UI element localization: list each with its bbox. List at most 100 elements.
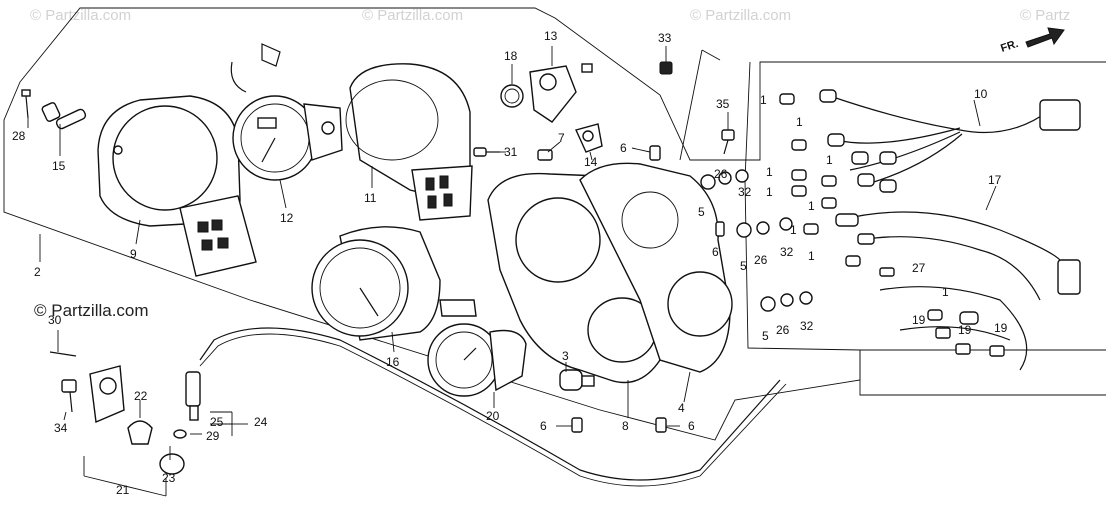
callout: 26 (754, 253, 768, 267)
meter-case-11 (345, 63, 473, 221)
screw-28 (21, 89, 31, 119)
gauge-20 (427, 323, 527, 397)
gearbox-21 (89, 365, 125, 424)
watermark: © Partzilla.com (30, 7, 131, 24)
callout: 24 (254, 415, 268, 429)
bulb-socket-14 (575, 123, 603, 153)
callout: 35 (716, 97, 730, 111)
seal-22 (127, 420, 153, 445)
callout: 6 (540, 419, 547, 433)
callout: 1 (766, 185, 773, 199)
speedometer-cable (199, 327, 781, 481)
callout: 10 (974, 87, 988, 101)
callout: 27 (912, 261, 926, 275)
cable-end-25 (185, 371, 201, 421)
callout: 6 (620, 141, 627, 155)
bolt-30 (49, 351, 77, 357)
callout: 1 (796, 115, 803, 129)
callout: 13 (544, 29, 558, 43)
callout: 1 (808, 199, 815, 213)
callout: 28 (12, 129, 26, 143)
meter-panel-4 (579, 162, 733, 373)
assembly-boundary (19, 7, 1106, 161)
arrow-icon (1025, 27, 1065, 48)
callout: 3 (562, 349, 569, 363)
leader-lines (27, 46, 997, 497)
screw-6-mid (715, 221, 725, 237)
callout: 1 (766, 165, 773, 179)
callout: 5 (762, 329, 769, 343)
washer-29 (173, 429, 187, 439)
callout: 25 (210, 415, 224, 429)
callout: 9 (130, 247, 137, 261)
callout: 26 (776, 323, 790, 337)
callout: 32 (780, 245, 794, 259)
seal-23 (159, 453, 185, 475)
screws-19 (935, 327, 1005, 357)
knob-15 (41, 102, 87, 130)
wire-harness-10 (819, 89, 1081, 193)
callout: 1 (760, 93, 767, 107)
wire-harness-17 (835, 211, 1081, 371)
callout: 1 (808, 249, 815, 263)
callout: 22 (134, 389, 148, 403)
bulb-sockets-1 (779, 93, 943, 321)
watermark: © Partzilla.com (362, 7, 463, 24)
meter-visor-9 (97, 95, 257, 277)
front-direction-arrow: FR. (999, 27, 1065, 55)
callout: 19 (912, 313, 926, 327)
callout: 6 (712, 245, 719, 259)
watermark: © Partzilla.com (690, 7, 791, 24)
callout: 23 (162, 471, 176, 485)
screw-27 (879, 267, 895, 277)
indicator-housing-13 (529, 63, 593, 123)
callout: 30 (48, 313, 62, 327)
screw-6-lower (655, 417, 667, 433)
callout: 1 (826, 153, 833, 167)
callout: 12 (280, 211, 294, 225)
callout: 31 (504, 145, 518, 159)
screw-31 (473, 147, 500, 157)
callout: 19 (958, 323, 972, 337)
callout: 8 (622, 419, 629, 433)
callout: 33 (658, 31, 672, 45)
grommet-7 (537, 149, 553, 161)
callout: 29 (206, 429, 220, 443)
callout: 14 (584, 155, 598, 169)
callout: 34 (54, 421, 68, 435)
fr-label: FR. (999, 38, 1020, 55)
tachometer-16 (311, 226, 477, 341)
bolt-34 (61, 379, 77, 413)
callout: 21 (116, 483, 130, 497)
callout: 2 (34, 265, 41, 279)
bulb-3 (559, 369, 595, 391)
callout: 11 (364, 191, 377, 205)
callout: 5 (698, 205, 705, 219)
callout: 1 (942, 285, 949, 299)
o-ring-18 (500, 84, 524, 108)
callout: 7 (558, 131, 565, 145)
callout: 4 (678, 401, 685, 415)
screw-6-lower (571, 417, 583, 433)
callout: 6 (688, 419, 695, 433)
callout: 19 (994, 321, 1008, 335)
screw-35 (721, 129, 735, 155)
callout: 26 (714, 167, 728, 181)
callout-labels: 28 15 9 2 12 11 18 13 33 35 31 7 14 6 10… (12, 29, 1008, 497)
callout: 32 (800, 319, 814, 333)
grommets-5-26-32 (700, 169, 813, 312)
callout: 5 (740, 259, 747, 273)
sub-boundary (744, 61, 1106, 396)
nut-33 (659, 61, 673, 75)
screw-6 (649, 145, 661, 161)
callout: 17 (988, 173, 1002, 187)
callout: 18 (504, 49, 518, 63)
callout: 15 (52, 159, 66, 173)
callout: 32 (738, 185, 752, 199)
watermark-main: © Partzilla.com (34, 301, 149, 320)
speedometer-12 (230, 43, 343, 181)
callout: 20 (486, 409, 500, 423)
watermark: © Partz (1020, 7, 1070, 24)
